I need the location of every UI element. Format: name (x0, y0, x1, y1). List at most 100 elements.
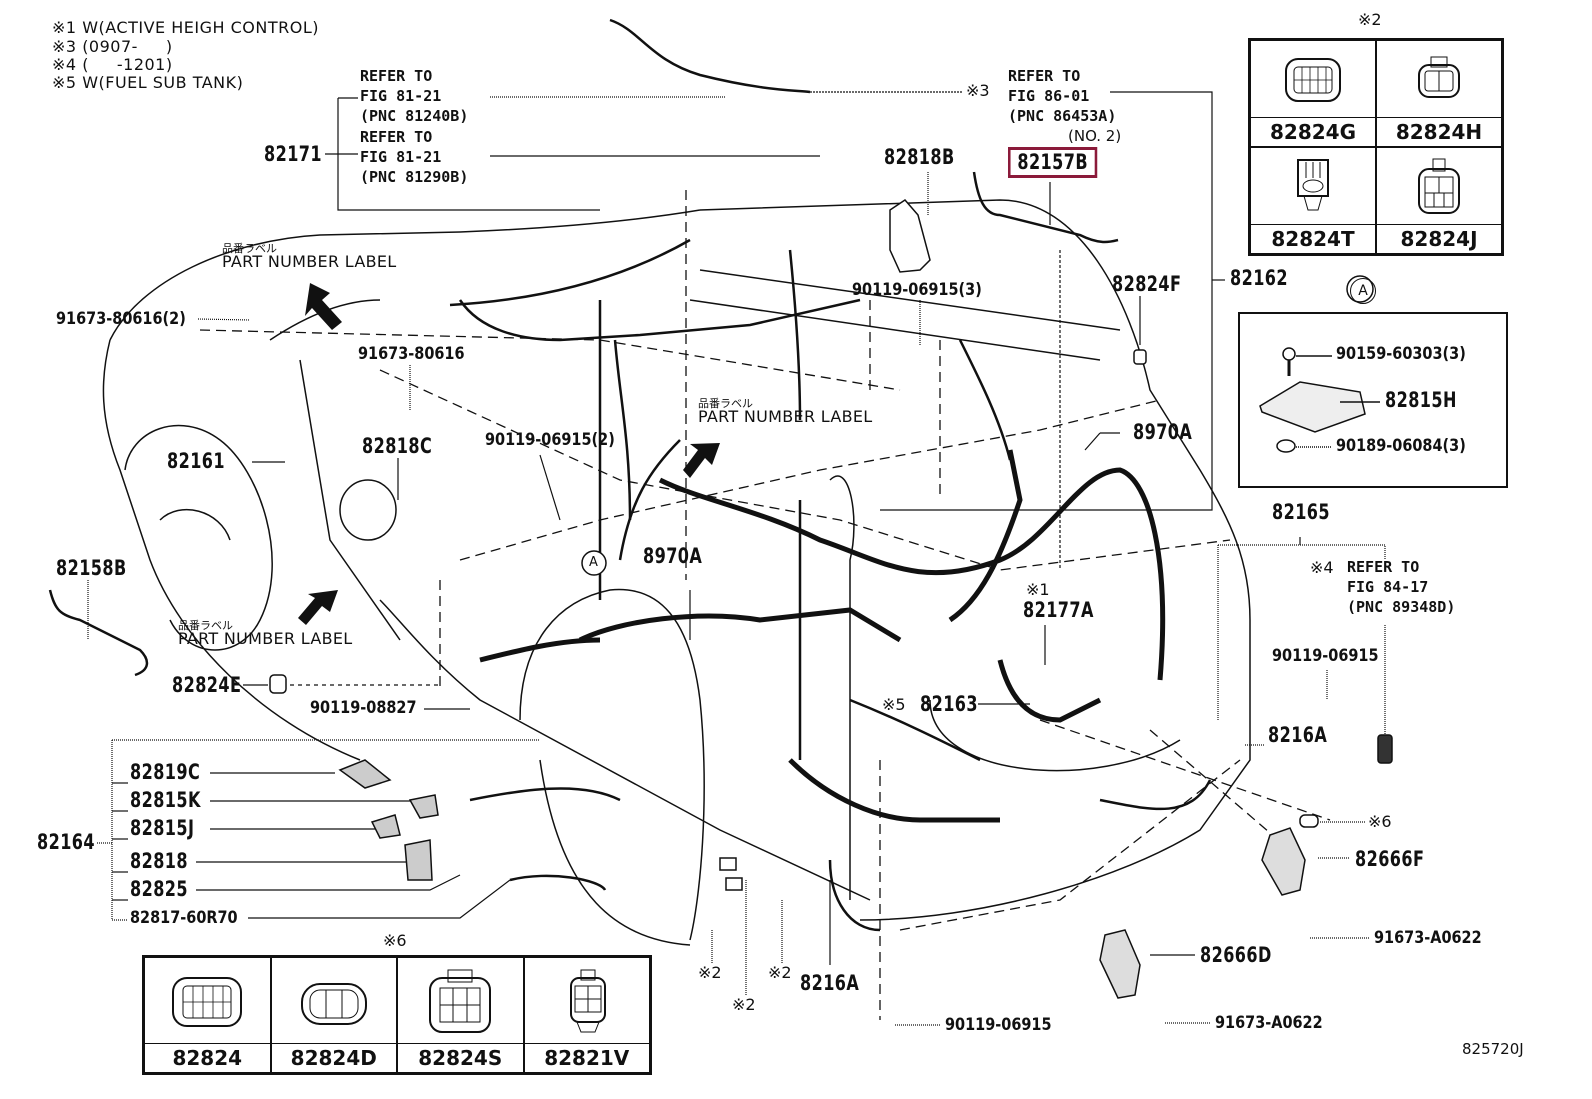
inset-a-label: A (1350, 278, 1376, 304)
note-3: ※3 (0907- ) (52, 39, 173, 55)
part-90189-06084-3[interactable]: 90189-06084(3) (1336, 436, 1466, 456)
part-91673-a0622-b[interactable]: 91673-A0622 (1215, 1013, 1323, 1033)
mark-4: ※4 (1310, 558, 1334, 577)
part-90119-06915-bottom[interactable]: 90119-06915 (945, 1015, 1052, 1035)
connector-cell[interactable]: 82824S (397, 957, 524, 1073)
connector-cell[interactable]: 82821V (523, 957, 650, 1073)
part-91673-80616[interactable]: 91673-80616 (358, 344, 465, 364)
part-82818c[interactable]: 82818C (362, 434, 433, 458)
part-8216a-bottom[interactable]: 8216A (800, 971, 860, 995)
label-en: PART NUMBER LABEL (178, 629, 353, 648)
part-91673-80616-2[interactable]: 91673-80616(2) (56, 309, 186, 329)
inset-detail-a: 90159-60303(3) 82815H 90189-06084(3) (1238, 312, 1508, 488)
part-82815k[interactable]: 82815K (130, 788, 201, 812)
connector-part-number: 82824D (271, 1043, 396, 1072)
ref-line: (PNC 81290B) (360, 168, 469, 186)
connector-table-mark-6: 82824 82824D 82824S 82821V (142, 955, 652, 1075)
diagram-id: 825720J (1462, 1040, 1524, 1058)
label-en: PART NUMBER LABEL (222, 252, 397, 271)
mark-2-a: ※2 (698, 963, 722, 982)
part-82157b-highlighted[interactable]: 82157B (1008, 147, 1098, 178)
reference-81240b[interactable]: REFER TO FIG 81-21 (PNC 81240B) (360, 66, 468, 126)
part-82171[interactable]: 82171 (264, 142, 322, 166)
part-82817-60r70[interactable]: 82817-60R70 (130, 908, 238, 928)
connector-icon (525, 958, 650, 1043)
part-82818b[interactable]: 82818B (884, 145, 955, 169)
mark-2-b: ※2 (732, 995, 756, 1014)
part-82815h[interactable]: 82815H (1385, 388, 1457, 412)
part-82177a[interactable]: 82177A (1023, 598, 1094, 622)
part-82666f[interactable]: 82666F (1355, 847, 1425, 871)
connector-cell[interactable]: 82824G (1250, 40, 1376, 147)
connector-icon (398, 958, 523, 1043)
table-mark-6-title: ※6 (383, 931, 407, 950)
ref-line: REFER TO (1008, 67, 1081, 85)
reference-81290b[interactable]: REFER TO FIG 81-21 (PNC 81290B) (360, 127, 468, 187)
ref-line: (NO. 2) (1068, 127, 1122, 145)
part-number-label-top: 品番ラベル PART NUMBER LABEL (222, 243, 396, 270)
table-mark-2-title: ※2 (1358, 10, 1382, 29)
ref-line: FIG 81-21 (360, 87, 442, 105)
note-text: (0907- ) (82, 37, 173, 56)
connector-icon (1377, 148, 1501, 224)
part-90119-08827[interactable]: 90119-08827 (310, 698, 417, 718)
connector-table-mark-2: 82824G 82824H 82824T 82824J (1248, 38, 1504, 256)
label-en: PART NUMBER LABEL (698, 407, 873, 426)
note-text: ( -1201) (82, 55, 173, 74)
label-jp: 品番ラベル (222, 242, 277, 255)
part-82818[interactable]: 82818 (130, 849, 188, 873)
ref-line: FIG 86-01 (1008, 87, 1090, 105)
part-90119-06915-2[interactable]: 90119-06915(2) (485, 430, 615, 450)
part-82824f[interactable]: 82824F (1112, 272, 1182, 296)
mark-5: ※5 (882, 695, 906, 714)
connector-cell[interactable]: 82824 (144, 957, 271, 1073)
note-text: W(FUEL SUB TANK) (82, 73, 244, 92)
part-82165[interactable]: 82165 (1272, 500, 1330, 524)
circle-a-marker[interactable]: A (589, 555, 598, 570)
connector-cell[interactable]: 82824H (1376, 40, 1502, 147)
ref-line: (PNC 81240B) (360, 107, 469, 125)
connector-cell[interactable]: 82824J (1376, 147, 1502, 254)
part-90159-60303-3[interactable]: 90159-60303(3) (1336, 344, 1466, 364)
connector-icon (1251, 41, 1375, 117)
part-91673-a0622-a[interactable]: 91673-A0622 (1374, 928, 1482, 948)
part-90119-06915-3[interactable]: 90119-06915(3) (852, 280, 982, 300)
note-text: W(ACTIVE HEIGH CONTROL) (82, 18, 319, 37)
mark-2-c: ※2 (768, 963, 792, 982)
mark-6: ※6 (1368, 812, 1392, 831)
part-82161[interactable]: 82161 (167, 449, 225, 473)
ref-line: (PNC 89348D) (1347, 598, 1456, 616)
connector-part-number: 82824 (145, 1043, 270, 1072)
connector-part-number: 82824G (1251, 117, 1375, 146)
part-90119-06915-right[interactable]: 90119-06915 (1272, 646, 1379, 666)
ref-line: REFER TO (360, 128, 433, 146)
reference-89348d[interactable]: REFER TO FIG 84-17 (PNC 89348D) (1347, 557, 1455, 617)
part-82819c[interactable]: 82819C (130, 760, 201, 784)
connector-cell[interactable]: 82824T (1250, 147, 1376, 254)
connector-cell[interactable]: 82824D (270, 957, 397, 1073)
part-82824e[interactable]: 82824E (172, 673, 242, 697)
label-jp: 品番ラベル (698, 397, 753, 410)
mark-1: ※1 (1026, 580, 1050, 599)
part-82162[interactable]: 82162 (1230, 266, 1288, 290)
part-82825[interactable]: 82825 (130, 877, 188, 901)
part-82666d[interactable]: 82666D (1200, 943, 1272, 967)
connector-icon (272, 958, 397, 1043)
part-8970a-mid[interactable]: 8970A (643, 544, 703, 568)
reference-86453a[interactable]: REFER TO FIG 86-01 (PNC 86453A) (NO. 2) (1008, 66, 1121, 146)
part-82158b[interactable]: 82158B (56, 556, 127, 580)
ref-line: FIG 81-21 (360, 148, 442, 166)
part-82163[interactable]: 82163 (920, 692, 978, 716)
part-82815j[interactable]: 82815J (130, 816, 195, 840)
part-8216a-right[interactable]: 8216A (1268, 723, 1328, 747)
connector-part-number: 82821V (524, 1043, 649, 1072)
note-5: ※5 W(FUEL SUB TANK) (52, 75, 243, 91)
connector-part-number: 82824T (1251, 224, 1375, 253)
part-8970a-right[interactable]: 8970A (1133, 420, 1193, 444)
connector-part-number: 82824J (1377, 224, 1501, 253)
part-82164[interactable]: 82164 (37, 830, 95, 854)
note-mark: ※4 (52, 55, 77, 74)
note-mark: ※1 (52, 18, 77, 37)
ref-line: REFER TO (360, 67, 433, 85)
